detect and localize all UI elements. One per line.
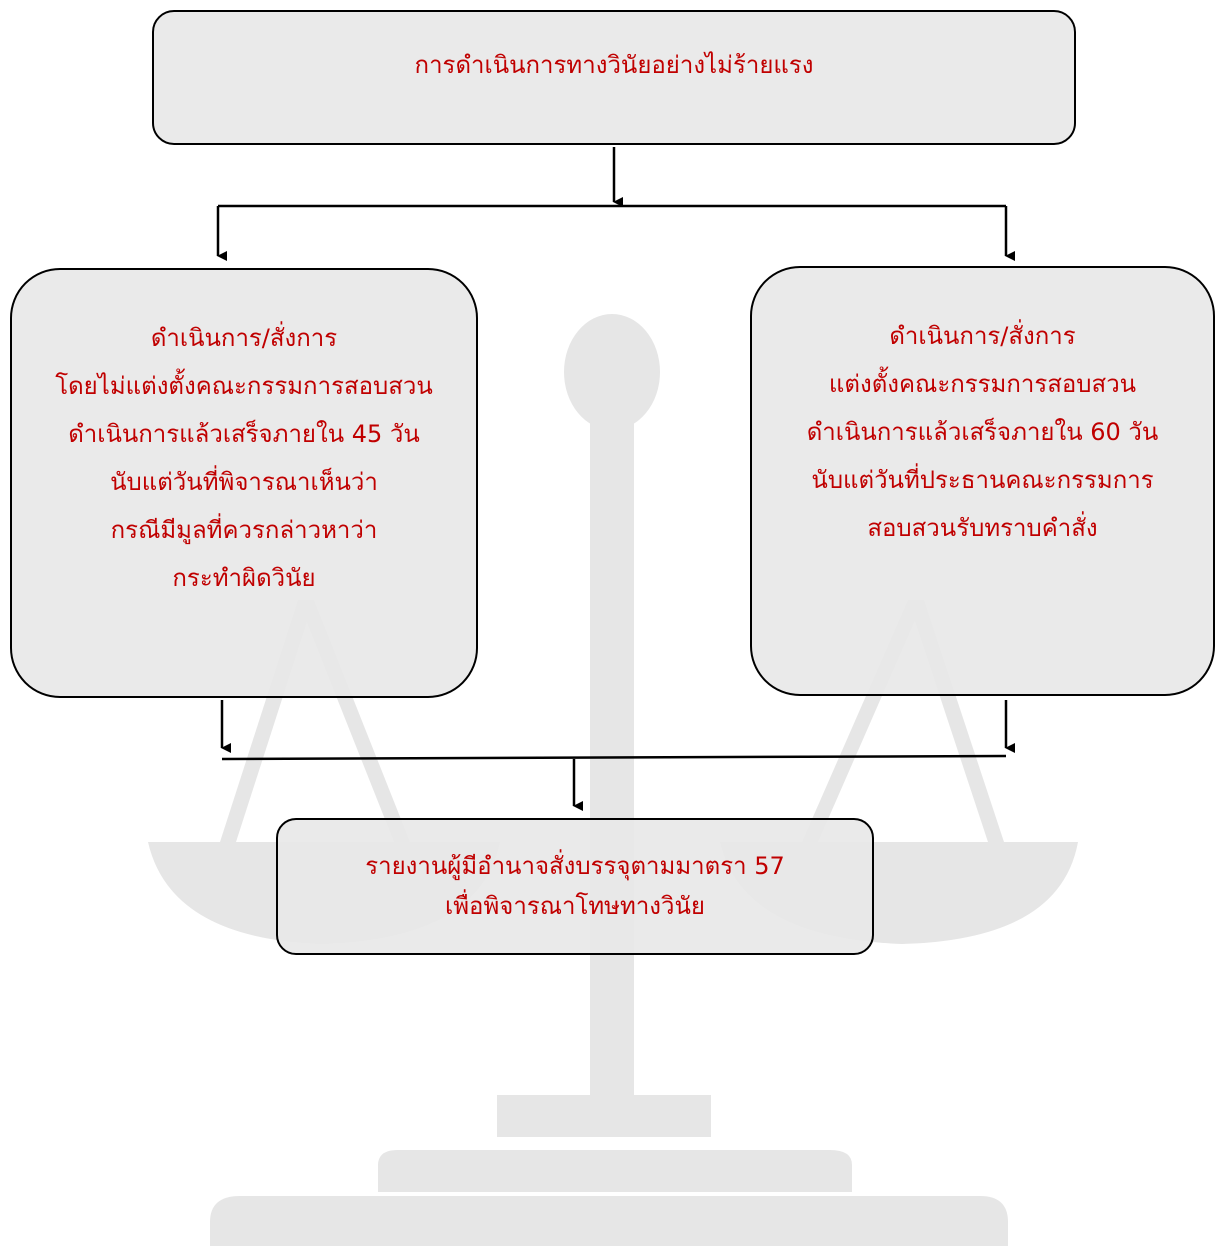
bottom-box-line: เพื่อพิจารณาโทษทางวินัย <box>445 891 705 920</box>
left-box-line: นับแต่วันที่พิจารณาเห็นว่า <box>110 468 378 496</box>
right-box-line: ดำเนินการ/สั่งการ <box>889 322 1076 350</box>
left-box-line: ดำเนินการ/สั่งการ <box>150 324 338 352</box>
bottom-box-line: รายงานผู้มีอำนาจสั่งบรรจุตามมาตรา 57 <box>365 851 785 880</box>
right-box: ดำเนินการ/สั่งการ แต่งตั้งคณะกรรมการสอบส… <box>750 266 1215 696</box>
bottom-box: รายงานผู้มีอำนาจสั่งบรรจุตามมาตรา 57 เพื… <box>276 818 874 955</box>
left-box-line: โดยไม่แต่งตั้งคณะกรรมการสอบสวน <box>55 372 433 400</box>
merge-line <box>221 754 1007 761</box>
right-box-line: แต่งตั้งคณะกรรมการสอบสวน <box>828 370 1137 398</box>
left-box-line: กรณีมีมูลที่ควรกล่าวหาว่า <box>110 516 378 544</box>
right-box-line: ดำเนินการแล้วเสร็จภายใน 60 วัน <box>806 418 1159 446</box>
right-box-line: นับแต่วันที่ประธานคณะกรรมการ <box>811 466 1154 494</box>
top-box-line: การดำเนินการทางวินัยอย่างไม่ร้ายแรง <box>414 51 814 79</box>
left-box-line: กระทำผิดวินัย <box>172 564 316 592</box>
left-box: ดำเนินการ/สั่งการ โดยไม่แต่งตั้งคณะกรรมก… <box>10 268 478 698</box>
left-box-line: ดำเนินการแล้วเสร็จภายใน 45 วัน <box>68 420 420 448</box>
right-box-line: สอบสวนรับทราบคำสั่ง <box>867 514 1098 542</box>
top-box: การดำเนินการทางวินัยอย่างไม่ร้ายแรง <box>152 10 1076 145</box>
